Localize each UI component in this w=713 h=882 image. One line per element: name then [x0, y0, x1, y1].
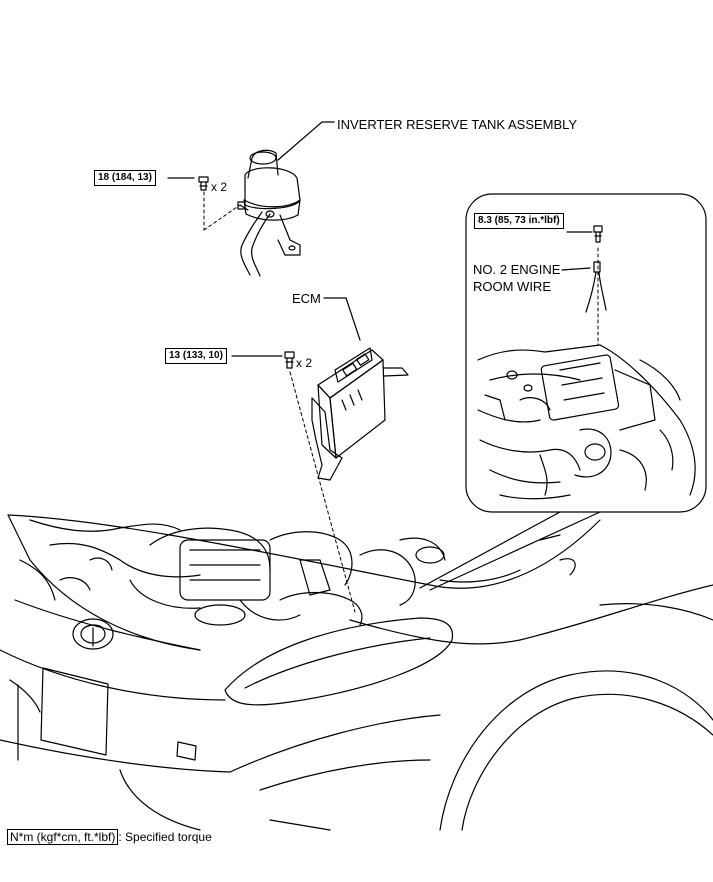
torque-legend-text: : Specified torque [118, 830, 212, 844]
torque-legend: N*m (kgf*cm, ft.*lbf): Specified torque [7, 829, 212, 845]
wire-bolt-icon [593, 225, 603, 243]
ecm-bolt-torque-spec: 13 (133, 10) [165, 348, 227, 364]
ecm-bolt-icon [284, 351, 295, 369]
vehicle-front-drawing [0, 514, 713, 831]
wire-bolt-torque-spec: 8.3 (85, 73 in.*lbf) [474, 213, 564, 229]
tank-bolt-torque-spec: 18 (184, 13) [94, 170, 156, 186]
ecm-label: ECM [292, 291, 321, 306]
wire-label-line2: ROOM WIRE [473, 279, 551, 294]
ecm-bolt-quantity: x 2 [296, 356, 313, 370]
engine-room-wire-drawing [585, 261, 607, 313]
torque-legend-unit: N*m (kgf*cm, ft.*lbf) [7, 829, 119, 845]
inset-frame [419, 193, 707, 591]
inverter-tank-label: INVERTER RESERVE TANK ASSEMBLY [337, 117, 578, 132]
tank-bolt-quantity: x 2 [211, 180, 228, 194]
ecm-drawing [311, 347, 409, 481]
tank-bolt-icon [198, 176, 209, 191]
inverter-reserve-tank-drawing [237, 149, 301, 277]
wire-label-line1: NO. 2 ENGINE [473, 262, 561, 277]
inset-engine-room-drawing [477, 344, 696, 500]
